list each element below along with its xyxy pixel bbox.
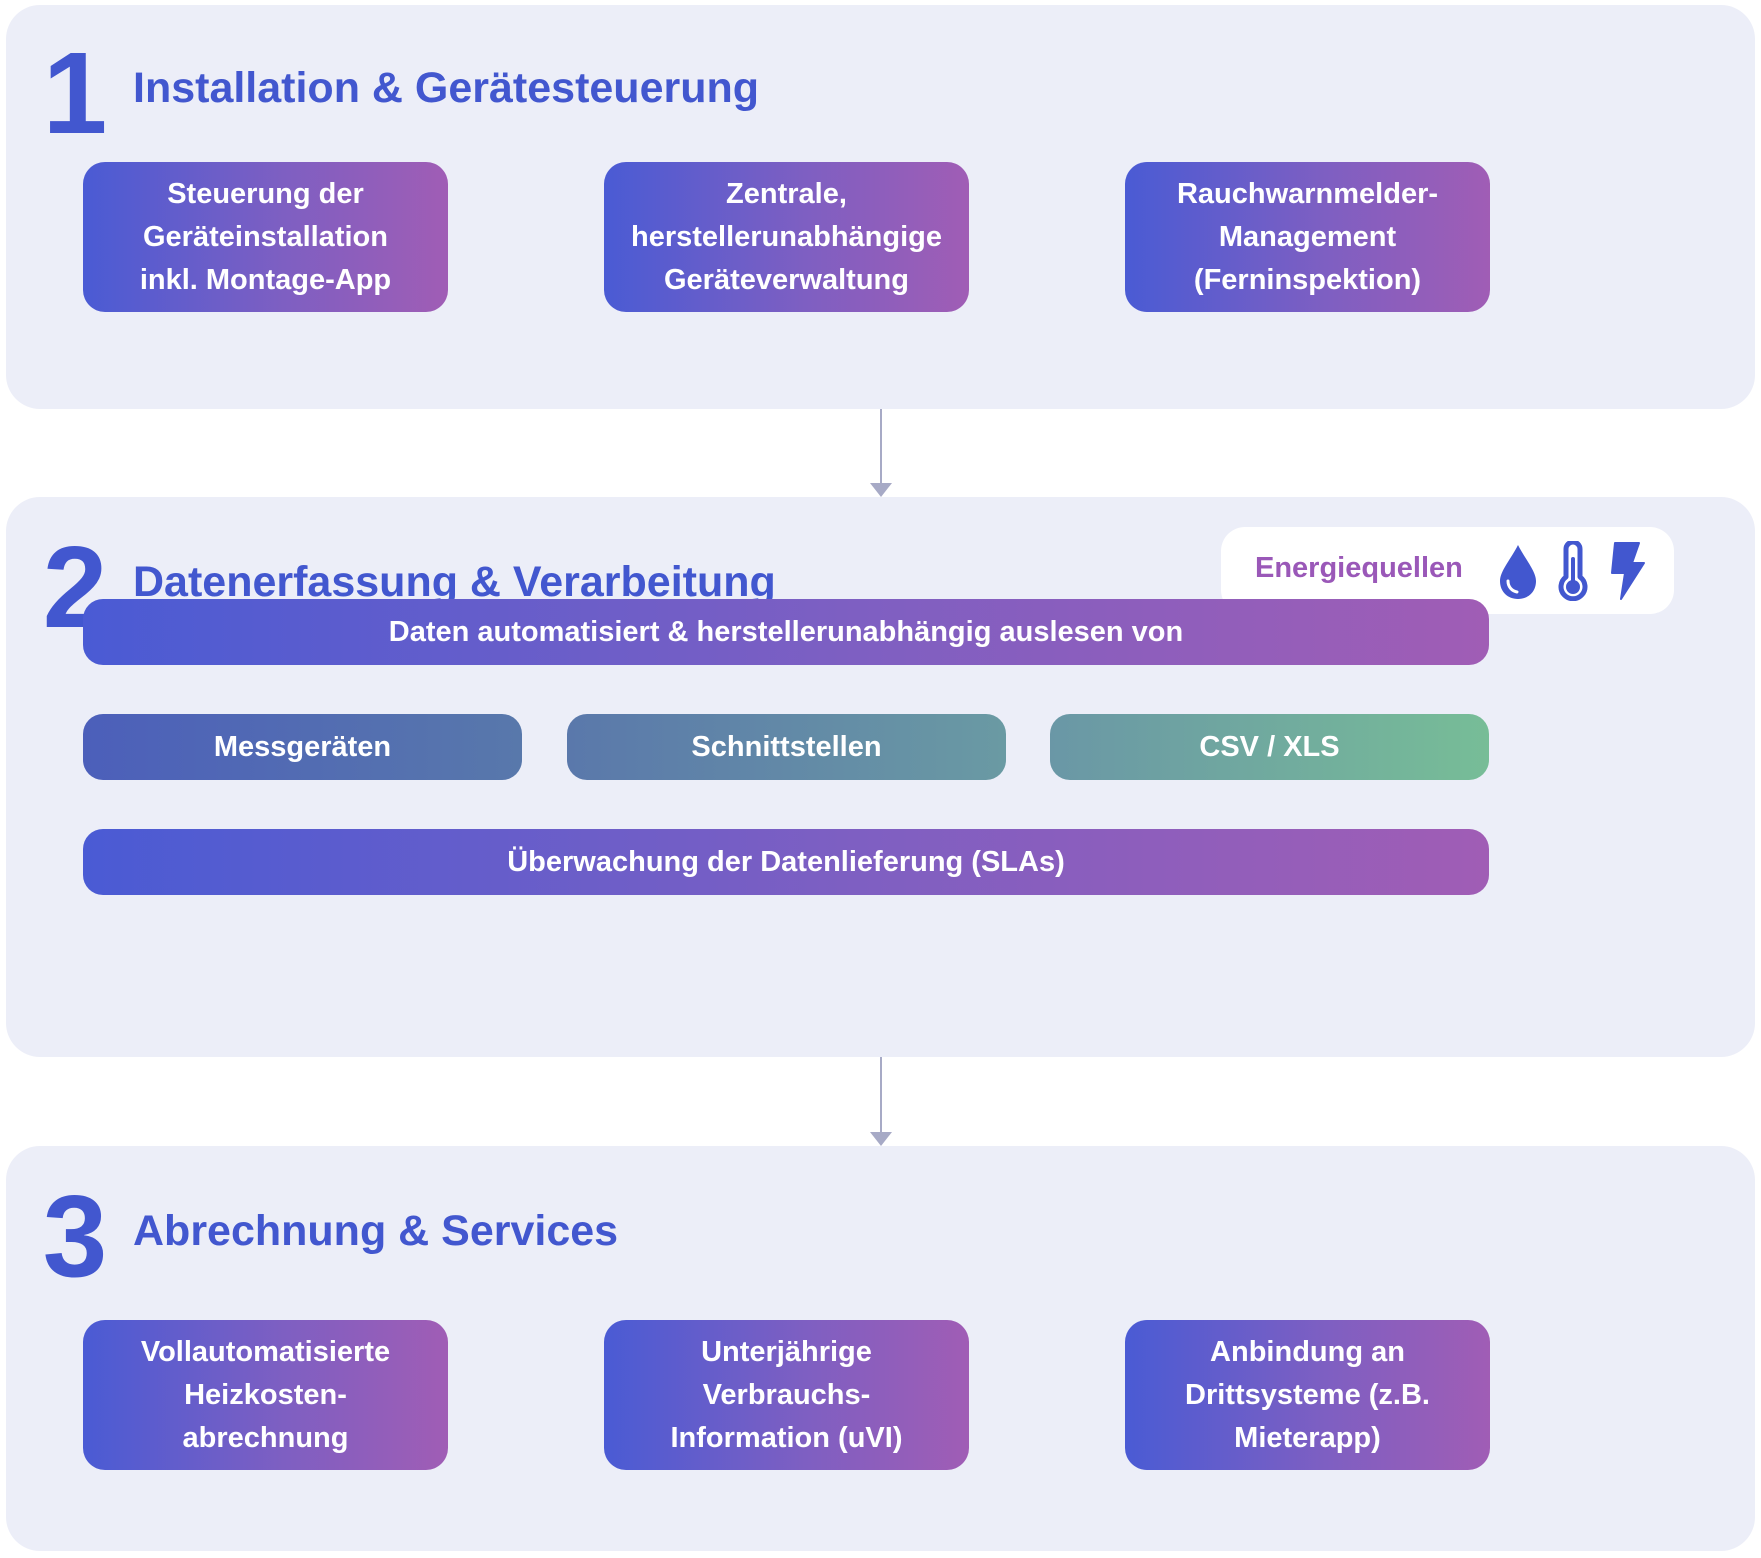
lightning-bolt-icon <box>1611 542 1645 600</box>
section-number: 3 <box>42 1171 108 1301</box>
section-data-processing: 2 Datenerfassung & Verarbeitung Energieq… <box>6 497 1755 1057</box>
card-third-party: Anbindung an Drittsysteme (z.B. Mieterap… <box>1125 1320 1490 1470</box>
section-title: Abrechnung & Services <box>133 1207 619 1255</box>
bar-sla-monitoring: Überwachung der Datenlieferung (SLAs) <box>83 829 1489 895</box>
bar-automated-reading: Daten automatisiert & herstellerunabhäng… <box>83 599 1489 665</box>
thermometer-icon <box>1558 541 1588 601</box>
section-title: Datenerfassung & Verarbeitung <box>133 558 776 606</box>
card-heating-billing: Vollautomatisierte Heizkosten- abrechnun… <box>83 1320 448 1470</box>
water-drop-icon <box>1500 545 1536 599</box>
energy-sources-label: Energiequellen <box>1255 552 1463 584</box>
flow-arrow-down <box>870 409 892 497</box>
section-installation: 1 Installation & Gerätesteuerung Steueru… <box>6 5 1755 409</box>
card-consumption-info: Unterjährige Verbrauchs- Information (uV… <box>604 1320 969 1470</box>
flow-arrow-down <box>870 1057 892 1146</box>
source-measuring-devices: Messgeräten <box>83 714 522 780</box>
section-billing-services: 3 Abrechnung & Services Vollautomatisier… <box>6 1146 1755 1551</box>
card-device-installation: Steuerung der Geräteinstallation inkl. M… <box>83 162 448 312</box>
card-device-management: Zentrale, herstellerunabhängige Geräteve… <box>604 162 969 312</box>
section-title: Installation & Gerätesteuerung <box>133 64 760 112</box>
card-smoke-detector: Rauchwarnmelder- Management (Ferninspekt… <box>1125 162 1490 312</box>
source-interfaces: Schnittstellen <box>567 714 1006 780</box>
section-number: 1 <box>42 28 108 158</box>
source-csv-xls: CSV / XLS <box>1050 714 1489 780</box>
